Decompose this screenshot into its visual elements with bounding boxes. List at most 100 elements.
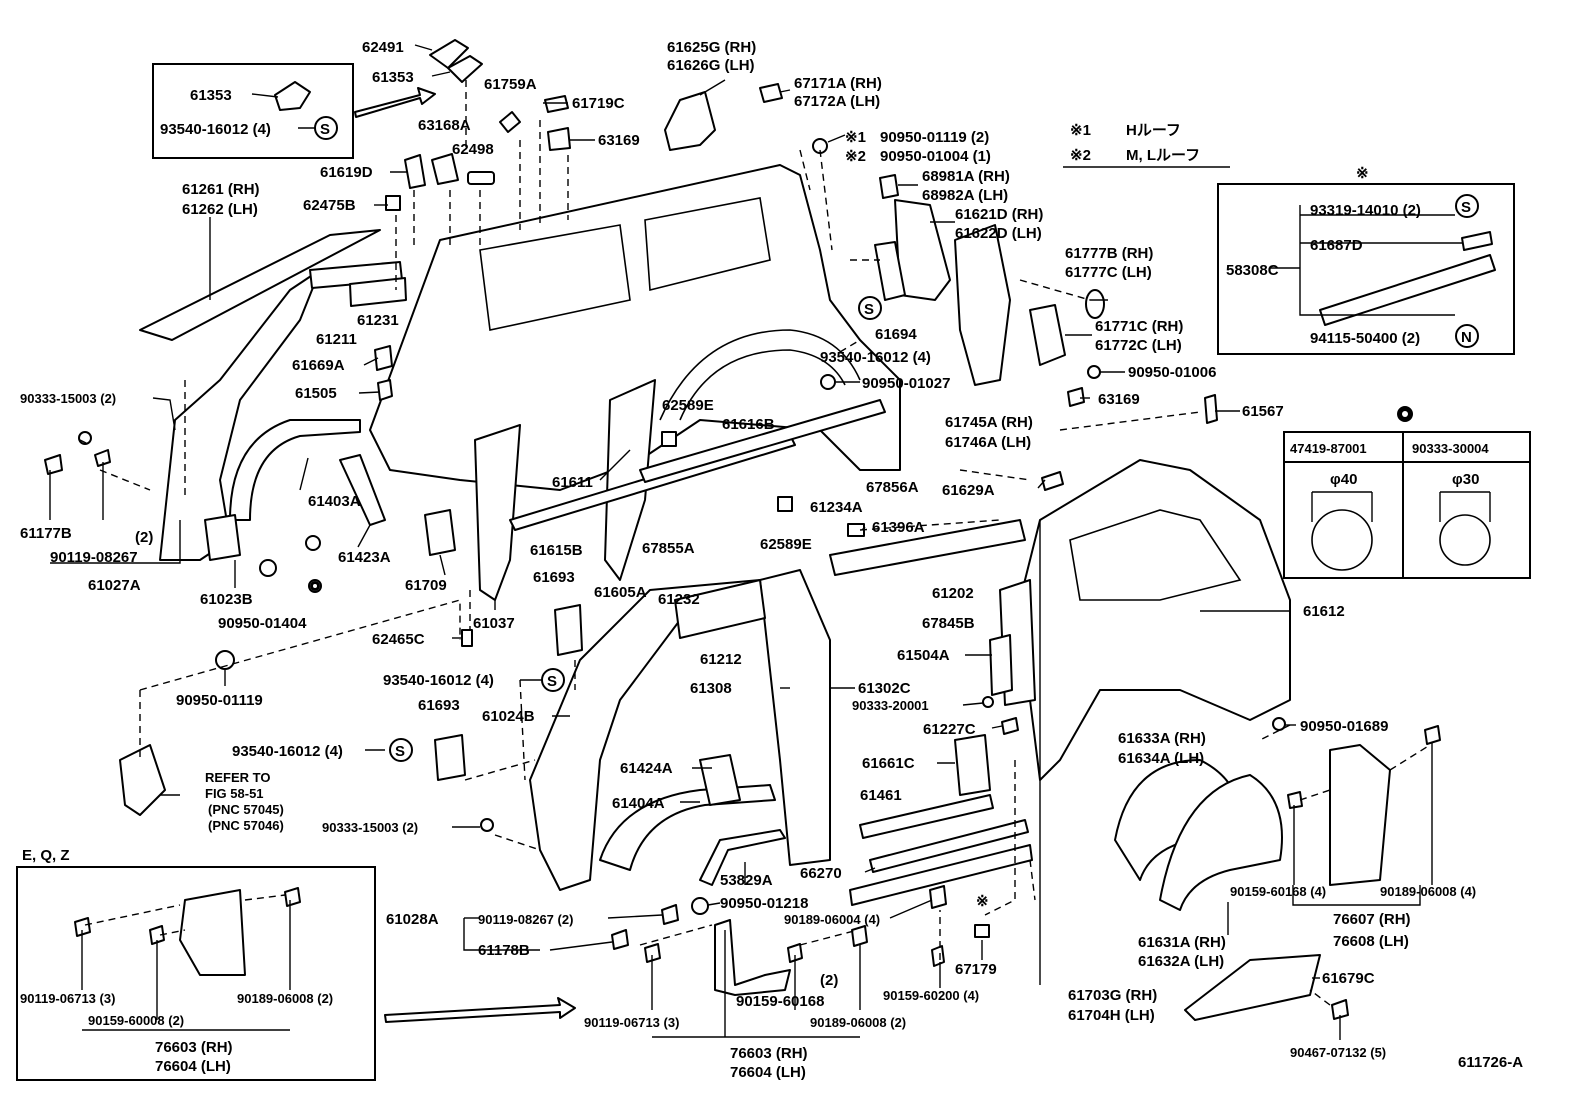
label-61227c: 61227C — [923, 721, 976, 738]
hole-table-drawings — [1311, 491, 1491, 571]
bracket-61023b — [204, 514, 241, 561]
label-61611: 61611 — [552, 474, 593, 491]
mudflap-76603-boxed — [179, 889, 246, 976]
screw-90467-07132 — [1331, 999, 1349, 1020]
plug-hole-a — [305, 535, 321, 551]
label-61616b: 61616B — [722, 416, 775, 433]
label-61777b: 61777B (RH) — [1065, 245, 1153, 262]
screw-90159-60168 — [1287, 791, 1303, 809]
screw-90189-06008-c — [284, 887, 301, 907]
label-eqz: E, Q, Z — [22, 847, 70, 864]
label-90333-15003-a: 90333-15003 (2) — [20, 391, 116, 406]
liner-61679c — [1184, 954, 1321, 1021]
label-61669a: 61669A — [292, 357, 345, 374]
label-62491: 62491 — [362, 39, 404, 56]
label-53829a: 53829A — [720, 872, 773, 889]
label-61626g: 61626G (LH) — [667, 57, 755, 74]
label-61212: 61212 — [700, 651, 742, 668]
screw-90119-06713-b — [644, 943, 661, 963]
label-93540-16012-b: 93540-16012 (4) — [820, 349, 931, 366]
cap-61353 — [447, 55, 483, 83]
label-61633a: 61633A (RH) — [1118, 730, 1206, 747]
bracket-61771c — [1029, 304, 1066, 366]
label-61202: 61202 — [932, 585, 974, 602]
plug-90950-01404 — [259, 559, 277, 577]
label-90119-06713-a: 90119-06713 (3) — [20, 991, 115, 1006]
label-76603-a: 76603 (RH) — [155, 1039, 233, 1056]
label-90159-60200: 90159-60200 (4) — [883, 988, 979, 1003]
label-61679c: 61679C — [1322, 970, 1375, 987]
label-61632a: 61632A (LH) — [1138, 953, 1224, 970]
plug-90333-15003-b — [480, 818, 494, 832]
label-61605a: 61605A — [594, 584, 647, 601]
clip-62498 — [467, 171, 495, 185]
clip-67171a — [759, 83, 783, 103]
label-90333-20001: 90333-20001 — [852, 698, 929, 713]
label-61661c: 61661C — [862, 755, 915, 772]
clip-62589e-b — [777, 496, 793, 512]
s-symbol-4 — [389, 738, 413, 762]
plug-90333-20001 — [982, 696, 994, 708]
label-61777c: 61777C (LH) — [1065, 264, 1152, 281]
strip-lower — [849, 844, 1033, 906]
label-611726-a: 611726-A — [1458, 1054, 1523, 1071]
legend-mark-2: ※2 — [845, 148, 866, 165]
clip-62465c — [461, 629, 473, 647]
wheel-arch-inner — [659, 329, 861, 421]
rail-61202 — [829, 519, 1026, 576]
label-90159-60168-b: 90159-60168 — [736, 993, 824, 1010]
label-62589e-b: 62589E — [760, 536, 812, 553]
s-symbol-4-text: S — [395, 743, 405, 760]
label-61023b: 61023B — [200, 591, 253, 608]
kit-sym-n: N — [1461, 329, 1472, 346]
label-2-a: (2) — [135, 529, 153, 546]
label-61634a: 61634A (LH) — [1118, 750, 1204, 767]
outer-panel-61612 — [1019, 459, 1291, 781]
plug-90950-01218 — [691, 897, 709, 915]
kit-rail-58308c — [1319, 254, 1496, 326]
window-opening-1 — [479, 224, 631, 331]
label-61709: 61709 — [405, 577, 447, 594]
label-refer-to: REFER TO — [205, 770, 271, 785]
label-67855a: 67855A — [642, 540, 695, 557]
label-61745a: 61745A (RH) — [945, 414, 1033, 431]
label-61631a: 61631A (RH) — [1138, 934, 1226, 951]
label-61693-a: 61693 — [533, 569, 575, 586]
label-61178b: 61178B — [478, 942, 530, 959]
label-61177b: 61177B — [20, 525, 72, 542]
wheel-arch-inner-2 — [679, 349, 846, 421]
label-61396a: 61396A — [872, 519, 925, 536]
hole-dia-30 — [1439, 514, 1491, 566]
label-90189-06008-c: 90189-06008 (2) — [810, 1015, 906, 1030]
label-67179: 67179 — [955, 961, 997, 978]
label-61353: 61353 — [372, 69, 414, 86]
inset-box-61353 — [152, 63, 354, 159]
clip-61669a — [374, 345, 393, 371]
screw-90159-60200 — [931, 945, 945, 967]
clip-62475b — [385, 195, 401, 211]
kit-box-58308c — [1217, 183, 1515, 355]
pillar-61302c — [759, 569, 831, 866]
label-63168a: 63168A — [418, 117, 471, 134]
plug-90950-01006 — [1087, 365, 1101, 379]
window-opening-2 — [644, 197, 771, 292]
label-61612: 61612 — [1303, 603, 1345, 620]
s-symbol-3-text: S — [547, 673, 557, 690]
label-90333-15003-b: 90333-15003 (2) — [322, 820, 418, 835]
label-90950-01004: 90950-01004 (1) — [880, 148, 991, 165]
bracket-63168a — [431, 153, 459, 185]
cap-61353-boxed — [274, 81, 311, 111]
arrow-top — [354, 87, 436, 118]
screw-61177b — [44, 454, 63, 475]
label-61759a: 61759A — [484, 76, 537, 93]
label-68982a: 68982A (LH) — [922, 187, 1008, 204]
s-symbol-1 — [314, 116, 338, 140]
label-76604-b: 76604 (LH) — [730, 1064, 806, 1081]
label-61261: 61261 (RH) — [182, 181, 260, 198]
label-61302c: 61302C — [858, 680, 911, 697]
leader-lines — [49, 44, 1462, 1040]
bracket-61709 — [424, 509, 456, 556]
label-61027a: 61027A — [88, 577, 141, 594]
plate-61693-a — [554, 604, 583, 656]
label-90950-01119-2: 90950-01119 (2) — [880, 129, 989, 146]
